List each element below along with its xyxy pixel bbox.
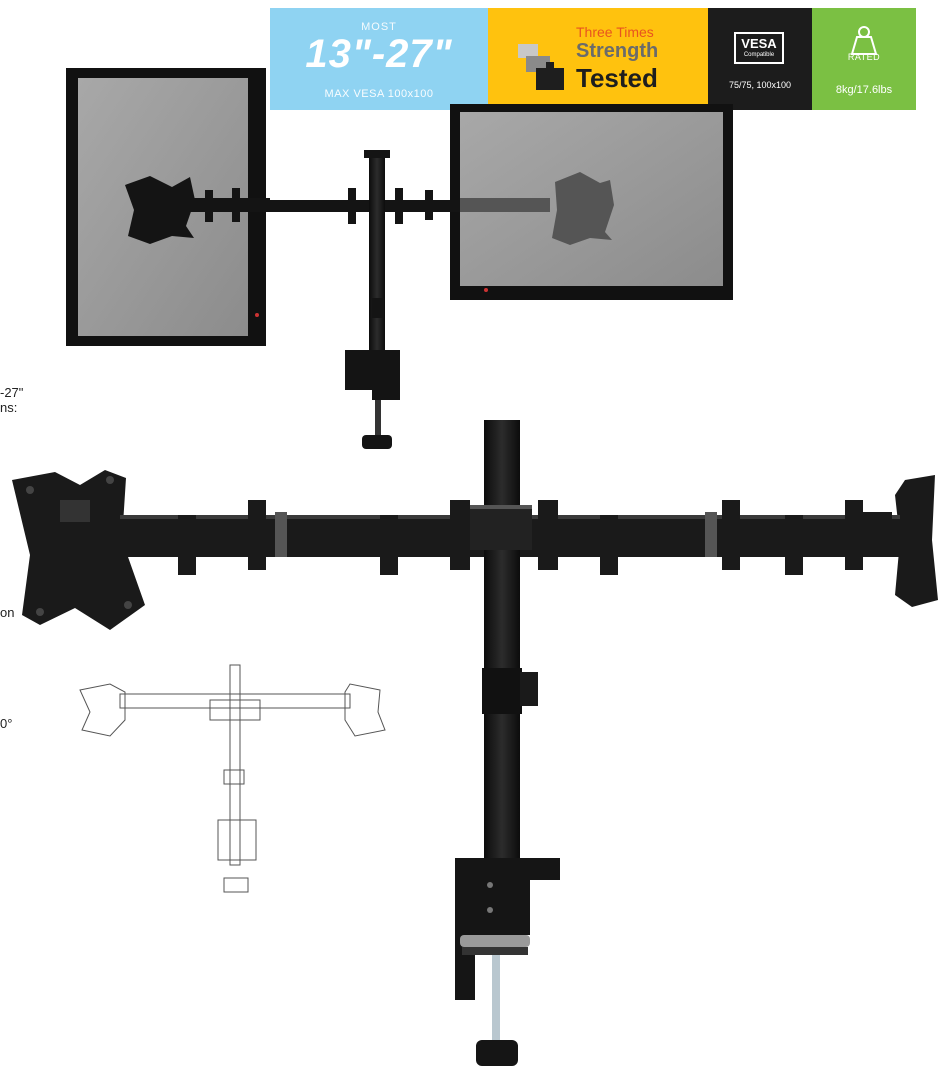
left-vesa-plate <box>12 470 145 630</box>
desk-clamp <box>455 858 560 1066</box>
rated-badge: RATED 8kg/17.6lbs <box>812 8 916 110</box>
weight-stack-icon <box>518 44 564 90</box>
vesa-logo: VESA Compatible <box>734 32 784 64</box>
strength-line2: Strength <box>576 40 659 62</box>
rated-word: RATED <box>847 52 881 62</box>
vesa-compatible: Compatible <box>743 52 775 58</box>
left-monitor <box>66 68 266 346</box>
weight-icon <box>850 26 878 55</box>
cropped-text-line2: ns: <box>0 400 18 415</box>
size-range: 13"-27" <box>305 32 453 76</box>
strength-line1: Three Times <box>576 24 654 40</box>
vertical-pole <box>470 420 538 860</box>
dual-arm-mount <box>12 420 938 1066</box>
right-vesa-plate <box>895 475 938 607</box>
strength-badge: Three Times Strength Tested <box>488 8 708 110</box>
vesa-sizes: 75/75, 100x100 <box>728 80 792 90</box>
size-vesa-max: MAX VESA 100x100 <box>324 88 434 100</box>
vesa-badge: VESA Compatible 75/75, 100x100 <box>708 8 812 110</box>
cropped-text-line3: on <box>0 605 15 620</box>
size-prefix: MOST <box>361 21 397 33</box>
line-drawing-diagram <box>79 664 386 893</box>
feature-banner: MOST 13"-27" MAX VESA 100x100 Three Time… <box>270 8 916 110</box>
rated-capacity: 8kg/17.6lbs <box>835 84 893 96</box>
top-arm-assembly <box>125 150 614 449</box>
cropped-text-line1: -27" <box>0 385 24 400</box>
size-badge: MOST 13"-27" MAX VESA 100x100 <box>270 8 488 110</box>
monitor-scene <box>66 68 733 449</box>
strength-line3: Tested <box>576 63 658 93</box>
vesa-word: VESA <box>741 36 777 51</box>
cropped-text-line4: 0° <box>0 716 13 731</box>
